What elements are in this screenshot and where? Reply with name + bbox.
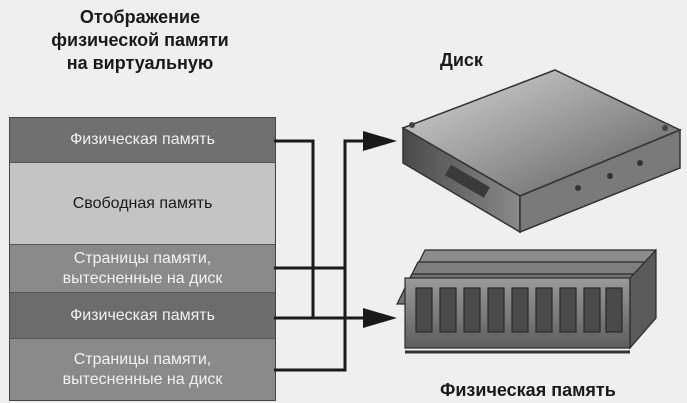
block-physical-memory-2: Физическая память [10, 292, 275, 338]
physical-memory-label: Физическая память [440, 380, 616, 400]
block-text: Страницы памяти, [73, 350, 212, 368]
block-text: вытесненные на диск [62, 269, 223, 287]
block-text: Страницы памяти, [73, 249, 212, 267]
arrow-to-memory [363, 308, 397, 328]
connector-lines [274, 139, 365, 372]
block-free-memory: Свободная память [10, 162, 275, 244]
block-physical-memory-1: Физическая память [10, 118, 275, 162]
memory-module-icon [396, 248, 657, 354]
block-text: Свободная память [72, 194, 213, 212]
memory-blocks: Физическая память Свободная память Стран… [9, 117, 276, 401]
title-line-1: Отображение [79, 7, 201, 27]
arrow-heads [363, 131, 397, 328]
line-swap1-to-disk [274, 139, 365, 270]
arrow-to-disk [363, 131, 397, 151]
disk-label: Диск [440, 50, 483, 70]
block-text: Физическая память [70, 306, 215, 324]
hard-disk-icon [401, 69, 682, 234]
line-phys1-to-memory [274, 139, 365, 320]
block-swapped-pages-1: Страницы памяти, вытесненные на диск [10, 244, 275, 292]
block-swapped-pages-2: Страницы памяти, вытесненные на диск [10, 338, 275, 400]
title-line-2: физической памяти [51, 30, 229, 50]
diagram-title: Отображение физической памяти на виртуал… [20, 6, 260, 75]
title-line-3: на виртуальную [66, 53, 214, 73]
line-swap2-to-disk [274, 268, 347, 372]
block-text: вытесненные на диск [62, 370, 223, 388]
block-text: Физическая память [70, 131, 215, 148]
